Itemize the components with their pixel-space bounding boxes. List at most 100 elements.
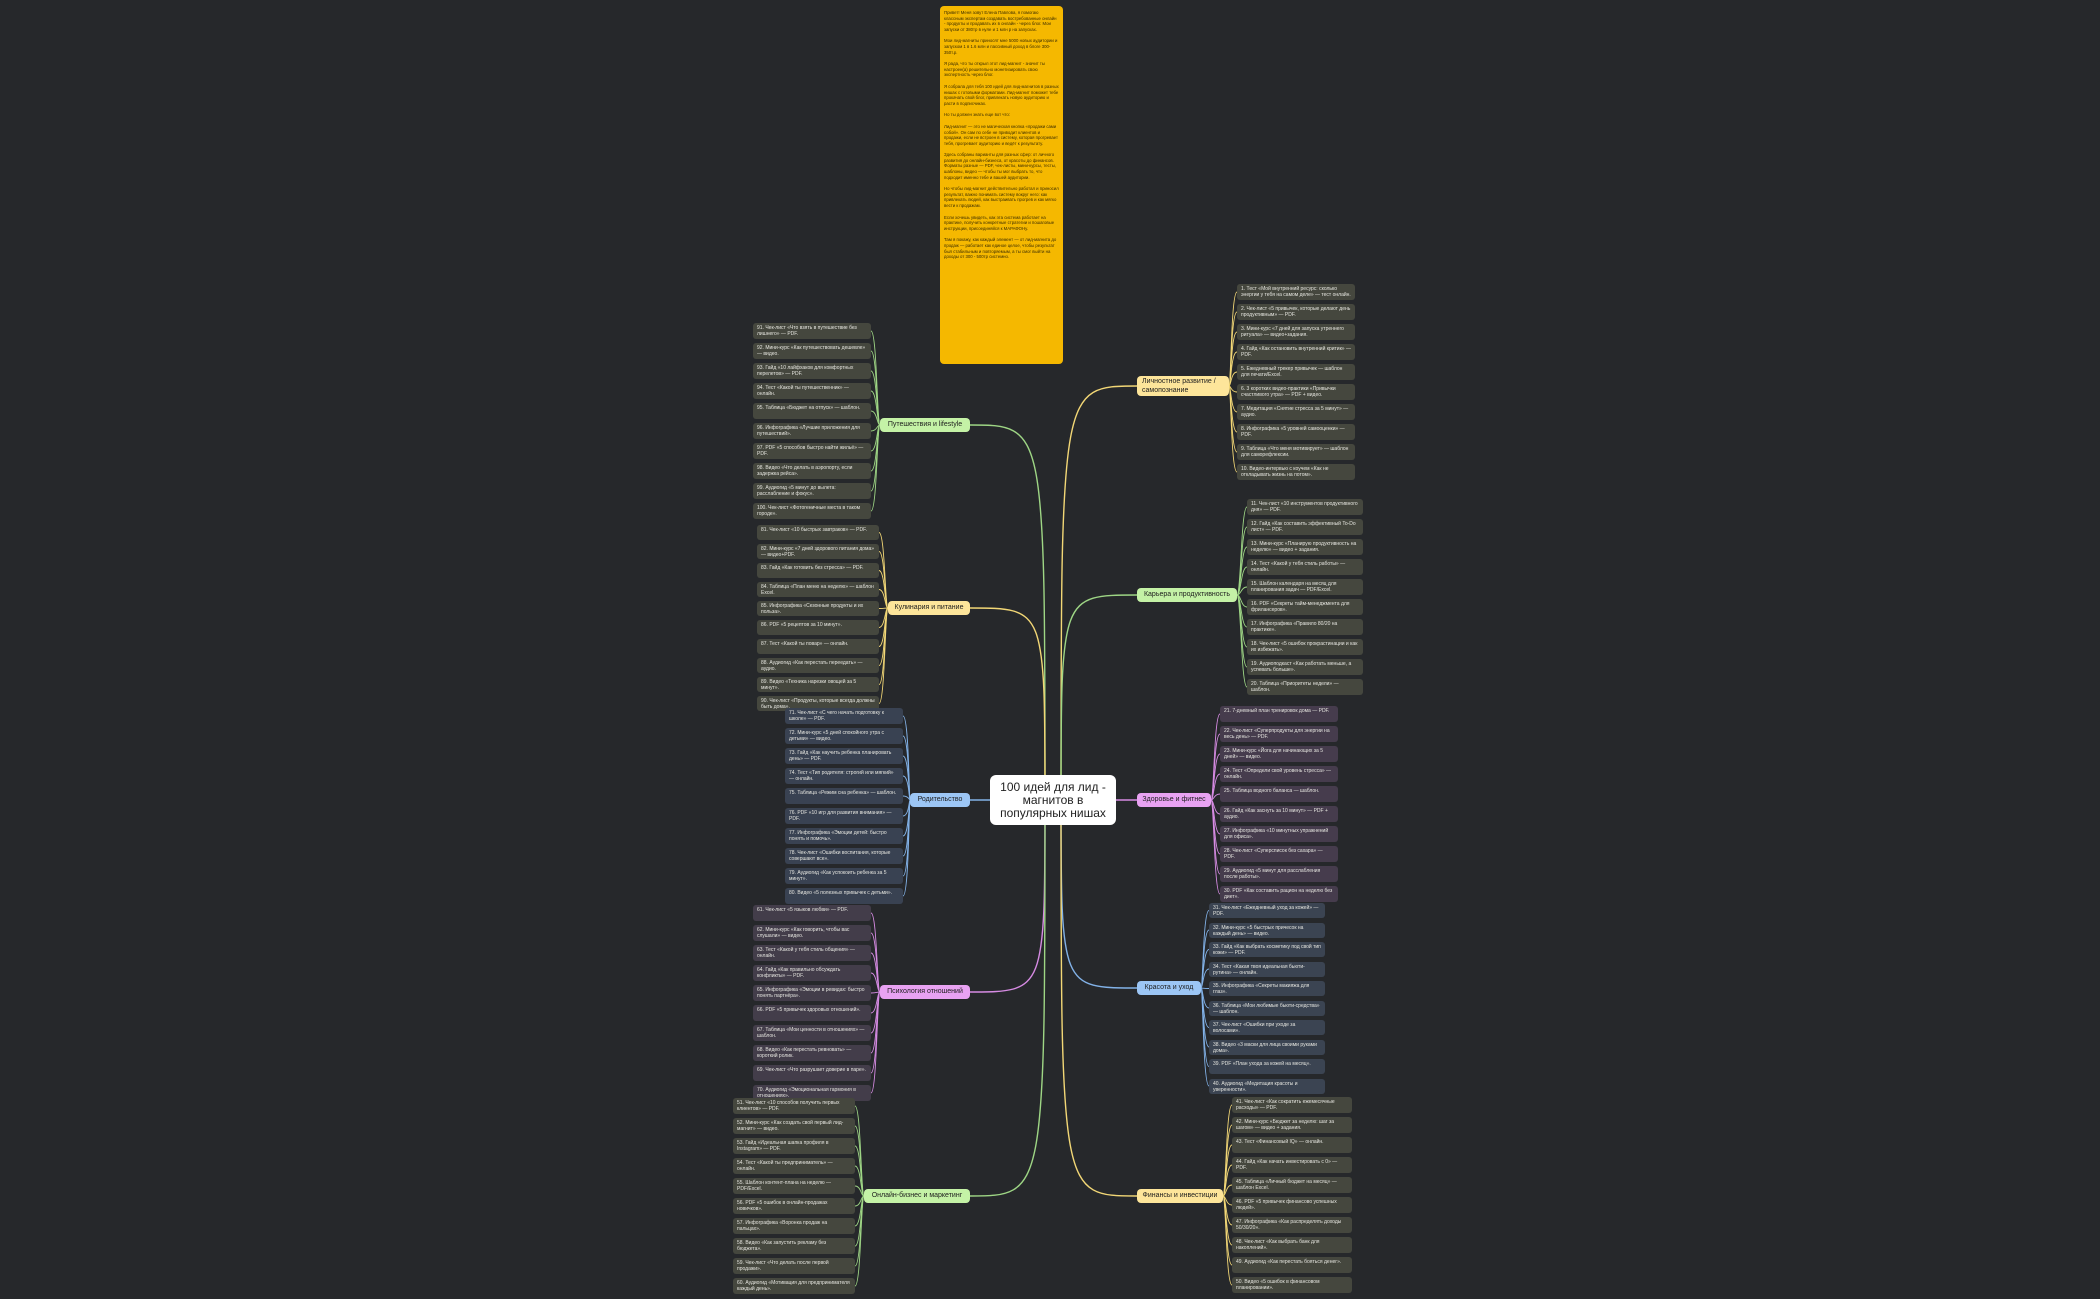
branch-item[interactable]: 69. Чек-лист «Что разрушает доверие в па… xyxy=(753,1065,871,1081)
branch-item[interactable]: 84. Таблица «План меню на неделю» — шабл… xyxy=(757,582,879,597)
branch-career[interactable]: Карьера и продуктивность xyxy=(1137,588,1237,602)
branch-personal[interactable]: Личностное развитие / самопознание xyxy=(1137,376,1229,396)
branch-item[interactable]: 85. Инфографика «Сезонные продукты и их … xyxy=(757,601,879,616)
branch-item[interactable]: 50. Видео «5 ошибок в финансовом планиро… xyxy=(1232,1277,1352,1293)
branch-item[interactable]: 77. Инфографика «Эмоции детей: быстро по… xyxy=(785,828,903,844)
branch-item[interactable]: 67. Таблица «Мои ценности в отношениях» … xyxy=(753,1025,871,1041)
branch-item[interactable]: 34. Тест «Какая твоя идеальная бьюти-рут… xyxy=(1209,961,1325,977)
branch-health[interactable]: Здоровье и фитнес xyxy=(1137,793,1211,807)
branch-item[interactable]: 2. Чек-лист «5 привычек, которые делают … xyxy=(1237,304,1355,320)
branch-item[interactable]: 72. Мини-курс «5 дней спокойного утра с … xyxy=(785,728,903,744)
branch-item[interactable]: 62. Мини-курс «Как говорить, чтобы вас с… xyxy=(753,925,871,941)
branch-item[interactable]: 43. Тест «Финансовый IQ» — онлайн. xyxy=(1232,1137,1352,1153)
branch-item[interactable]: 99. Аудиогид «5 минут до вылета: расслаб… xyxy=(753,483,871,499)
branch-item[interactable]: 46. PDF «5 привычек финансово успешных л… xyxy=(1232,1197,1352,1213)
branch-item[interactable]: 15. Шаблон календаря на месяц для планир… xyxy=(1247,579,1363,595)
branch-item[interactable]: 92. Мини-курс «Как путешествовать дешевл… xyxy=(753,343,871,359)
branch-item[interactable]: 97. PDF «5 способов быстро найти жильё» … xyxy=(753,443,871,459)
branch-item[interactable]: 86. PDF «5 рецептов за 10 минут». xyxy=(757,620,879,635)
branch-item[interactable]: 87. Тест «Какой ты повар» — онлайн. xyxy=(757,639,879,654)
branch-item[interactable]: 8. Инфографика «5 уровней самооценки» — … xyxy=(1237,424,1355,440)
branch-item[interactable]: 82. Мини-курс «7 дней здорового питания … xyxy=(757,544,879,559)
branch-item[interactable]: 45. Таблица «Личный бюджет на месяц» — ш… xyxy=(1232,1177,1352,1193)
branch-item[interactable]: 55. Шаблон контент-плана на неделю — PDF… xyxy=(733,1178,855,1194)
branch-item[interactable]: 83. Гайд «Как готовить без стресса» — PD… xyxy=(757,563,879,578)
branch-item[interactable]: 94. Тест «Какой ты путешественник» — онл… xyxy=(753,383,871,399)
branch-item[interactable]: 26. Гайд «Как заснуть за 10 минут» — PDF… xyxy=(1220,806,1338,822)
central-topic[interactable]: 100 идей для лид - магнитов в популярных… xyxy=(990,775,1116,825)
branch-item[interactable]: 66. PDF «5 привычек здоровых отношений». xyxy=(753,1005,871,1021)
branch-item[interactable]: 28. Чек-лист «Суперсписок без сахара» — … xyxy=(1220,846,1338,862)
branch-item[interactable]: 53. Гайд «Идеальная шапка профиля в Inst… xyxy=(733,1138,855,1154)
branch-item[interactable]: 71. Чек-лист «С чего начать подготовку к… xyxy=(785,708,903,724)
branch-item[interactable]: 73. Гайд «Как научить ребенка планироват… xyxy=(785,748,903,764)
branch-item[interactable]: 19. Аудиоподкаст «Как работать меньше, а… xyxy=(1247,659,1363,675)
branch-parenting[interactable]: Родительство xyxy=(910,793,970,807)
branch-item[interactable]: 51. Чек-лист «10 способов получить первы… xyxy=(733,1098,855,1114)
branch-item[interactable]: 58. Видео «Как запустить рекламу без бюд… xyxy=(733,1238,855,1254)
branch-item[interactable]: 13. Мини-курс «Планирую продуктивность н… xyxy=(1247,539,1363,555)
branch-item[interactable]: 33. Гайд «Как выбрать косметику под свой… xyxy=(1209,942,1325,957)
branch-item[interactable]: 80. Видео «5 полезных привычек с детьми»… xyxy=(785,888,903,904)
branch-item[interactable]: 48. Чек-лист «Как выбрать банк для накоп… xyxy=(1232,1237,1352,1253)
branch-item[interactable]: 89. Видео «Техника нарезки овощей за 5 м… xyxy=(757,677,879,692)
branch-item[interactable]: 12. Гайд «Как составить эффективный To-D… xyxy=(1247,519,1363,535)
branch-item[interactable]: 37. Чек-лист «Ошибки при уходе за волоса… xyxy=(1209,1020,1325,1035)
branch-item[interactable]: 88. Аудиогид «Как перестать переедать» —… xyxy=(757,658,879,673)
branch-item[interactable]: 60. Аудиогид «Мотивация для предпринимат… xyxy=(733,1278,855,1294)
branch-item[interactable]: 10. Видео-интервью с коучем «Как не откл… xyxy=(1237,464,1355,480)
branch-item[interactable]: 76. PDF «10 игр для развития внимания» —… xyxy=(785,808,903,824)
branch-item[interactable]: 20. Таблица «Приоритеты недели» — шаблон… xyxy=(1247,679,1363,695)
branch-item[interactable]: 91. Чек-лист «Что взять в путешествие бе… xyxy=(753,323,871,339)
branch-business[interactable]: Онлайн-бизнес и маркетинг xyxy=(864,1189,970,1203)
branch-item[interactable]: 90. Чек-лист «Продукты, которые всегда д… xyxy=(757,696,879,711)
branch-item[interactable]: 75. Таблица «Режим сна ребенка» — шаблон… xyxy=(785,788,903,804)
branch-item[interactable]: 11. Чек-лист «10 инструментов продуктивн… xyxy=(1247,499,1363,515)
branch-item[interactable]: 42. Мини-курс «Бюджет за неделю: шаг за … xyxy=(1232,1117,1352,1133)
branch-item[interactable]: 41. Чек-лист «Как сократить ежемесячные … xyxy=(1232,1097,1352,1113)
branch-item[interactable]: 16. PDF «Секреты тайм-менеджмента для фр… xyxy=(1247,599,1363,615)
branch-item[interactable]: 56. PDF «5 ошибок в онлайн-продажах нови… xyxy=(733,1198,855,1214)
branch-item[interactable]: 7. Медитация «Снятие стресса за 5 минут»… xyxy=(1237,404,1355,420)
branch-item[interactable]: 100. Чек-лист «Фотогеничные места в тако… xyxy=(753,503,871,519)
branch-item[interactable]: 4. Гайд «Как остановить внутренний крити… xyxy=(1237,344,1355,360)
branch-item[interactable]: 24. Тест «Определи свой уровень стресса»… xyxy=(1220,766,1338,782)
branch-item[interactable]: 59. Чек-лист «Что делать после первой пр… xyxy=(733,1258,855,1274)
branch-travel[interactable]: Путешествия и lifestyle xyxy=(880,418,970,432)
branch-item[interactable]: 36. Таблица «Мои любимые бьюти-средства»… xyxy=(1209,1000,1325,1016)
branch-item[interactable]: 40. Аудиогид «Медитация красоты и уверен… xyxy=(1209,1078,1325,1094)
branch-item[interactable]: 17. Инфографика «Правило 80/20 на практи… xyxy=(1247,619,1363,635)
branch-item[interactable]: 74. Тест «Тип родителя: строгий или мягк… xyxy=(785,768,903,784)
branch-item[interactable]: 1. Тест «Мой внутренний ресурс: сколько … xyxy=(1237,284,1355,300)
branch-psychology[interactable]: Психология отношений xyxy=(880,985,970,999)
branch-item[interactable]: 29. Аудиогид «5 минут для расслабления п… xyxy=(1220,866,1338,882)
branch-item[interactable]: 81. Чек-лист «10 быстрых завтраков» — PD… xyxy=(757,525,879,540)
branch-item[interactable]: 57. Инфографика «Воронка продаж на пальц… xyxy=(733,1218,855,1234)
branch-item[interactable]: 27. Инфографика «10 минутных упражнений … xyxy=(1220,826,1338,842)
branch-item[interactable]: 65. Инфографика «Эмоции в ревидах: быстр… xyxy=(753,985,871,1001)
branch-item[interactable]: 39. PDF «План ухода за кожей на месяц». xyxy=(1209,1059,1325,1074)
branch-item[interactable]: 30. PDF «Как составить рацион на неделю … xyxy=(1220,886,1338,902)
branch-item[interactable]: 79. Аудиогид «Как успокоить ребенка за 5… xyxy=(785,868,903,884)
branch-item[interactable]: 38. Видео «3 маски для лица своими рукам… xyxy=(1209,1039,1325,1055)
branch-item[interactable]: 93. Гайд «10 лайфхаков для комфортных пе… xyxy=(753,363,871,379)
branch-item[interactable]: 54. Тест «Какой ты предприниматель» — он… xyxy=(733,1158,855,1174)
branch-item[interactable]: 78. Чек-лист «Ошибки воспитания, которые… xyxy=(785,848,903,864)
branch-item[interactable]: 47. Инфографика «Как распределять доходы… xyxy=(1232,1217,1352,1233)
branch-item[interactable]: 95. Таблица «Бюджет на отпуск» — шаблон. xyxy=(753,403,871,419)
branch-item[interactable]: 68. Видео «Как перестать ревновать» — ко… xyxy=(753,1045,871,1061)
branch-finance[interactable]: Финансы и инвестиции xyxy=(1137,1189,1223,1203)
branch-item[interactable]: 98. Видео «Что делать в аэропорту, если … xyxy=(753,463,871,479)
branch-item[interactable]: 22. Чек-лист «Суперпродукты для энергии … xyxy=(1220,726,1338,742)
branch-item[interactable]: 63. Тест «Какой у тебя стиль общения» — … xyxy=(753,945,871,961)
intro-note[interactable]: Привет! Меня зовут Елена Павлова, я помо… xyxy=(940,6,1063,364)
branch-item[interactable]: 49. Аудиогид «Как перестать бояться дене… xyxy=(1232,1257,1352,1273)
branch-item[interactable]: 32. Мини-курс «5 быстрых причесок на каж… xyxy=(1209,922,1325,938)
branch-item[interactable]: 23. Мини-курс «Йога для начинающих за 5 … xyxy=(1220,746,1338,762)
branch-item[interactable]: 61. Чек-лист «5 языков любви» — PDF. xyxy=(753,905,871,921)
branch-item[interactable]: 14. Тест «Какой у тебя стиль работы» — о… xyxy=(1247,559,1363,575)
branch-item[interactable]: 5. Ежедневный трекер привычек — шаблон д… xyxy=(1237,364,1355,380)
branch-item[interactable]: 31. Чек-лист «Ежедневный уход за кожей» … xyxy=(1209,903,1325,918)
branch-item[interactable]: 9. Таблица «Что меня мотивирует» — шабло… xyxy=(1237,444,1355,460)
branch-item[interactable]: 52. Мини-курс «Как создать свой первый л… xyxy=(733,1118,855,1134)
